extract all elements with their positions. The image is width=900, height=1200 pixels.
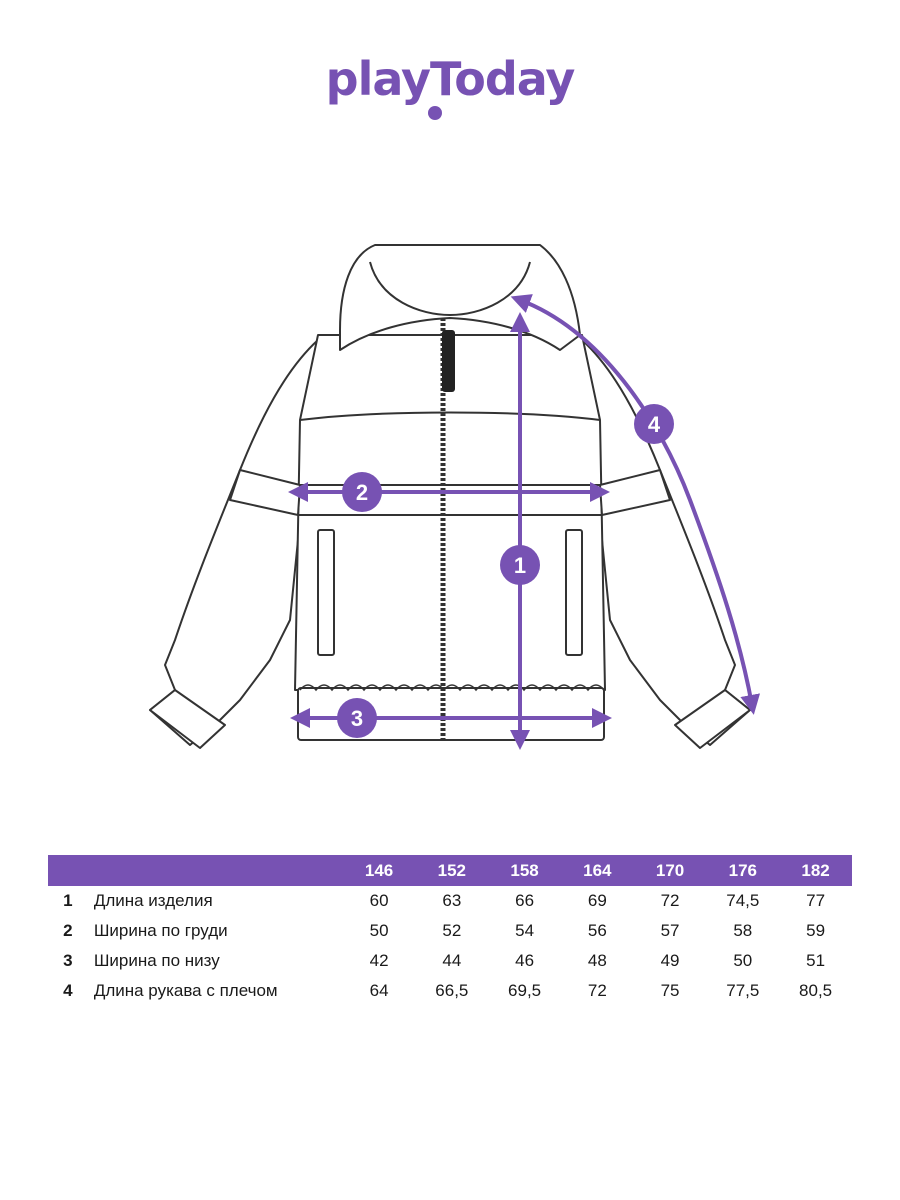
sleeve-line: [510, 294, 761, 715]
marker-4: 4: [634, 404, 674, 444]
size-header: 182: [801, 860, 830, 880]
row-value: 51: [806, 951, 826, 970]
row-value: 57: [660, 921, 680, 940]
size-table: 146 152 158 164 170 176 182 1 Длина изде…: [48, 855, 852, 1006]
size-header: 164: [583, 860, 612, 880]
brand-logo-dot: [428, 106, 442, 120]
size-header-row: 146 152 158 164 170 176 182: [48, 855, 852, 886]
row-value: 58: [733, 921, 753, 940]
row-value: 66,5: [435, 981, 469, 1000]
svg-text:4: 4: [648, 412, 661, 437]
row-value: 64: [369, 981, 389, 1000]
row-value: 50: [369, 921, 389, 940]
table-row: 4 Длина рукава с плечом 64 66,5 69,5 72 …: [48, 976, 852, 1006]
row-number: 3: [63, 951, 73, 970]
marker-3: 3: [337, 698, 377, 738]
table-row: 3 Ширина по низу 42 44 46 48 49 50 51: [48, 946, 852, 976]
svg-text:2: 2: [356, 480, 368, 505]
row-value: 59: [806, 921, 826, 940]
row-label: Длина рукава с плечом: [93, 981, 278, 1000]
table-row: 2 Ширина по груди 50 52 54 56 57 58 59: [48, 916, 852, 946]
left-sleeve: [149, 339, 319, 746]
row-value: 63: [442, 891, 462, 910]
row-label: Длина изделия: [93, 891, 213, 910]
left-cuff: [149, 689, 226, 749]
row-label: Ширина по груди: [93, 921, 228, 940]
size-header: 176: [728, 860, 757, 880]
row-label: Ширина по низу: [93, 951, 220, 970]
row-value: 52: [442, 921, 462, 940]
row-value: 69,5: [508, 981, 542, 1000]
svg-text:1: 1: [514, 553, 526, 578]
row-value: 44: [442, 951, 462, 970]
table-row: 1 Длина изделия 60 63 66 69 72 74,5 77: [48, 886, 852, 916]
zipper-pull: [442, 330, 455, 392]
row-value: 46: [515, 951, 535, 970]
left-pocket: [317, 529, 335, 656]
brand-logo-text: playToday: [325, 52, 576, 106]
row-value: 49: [660, 951, 680, 970]
header-num-cell: [48, 855, 88, 886]
svg-text:3: 3: [351, 706, 363, 731]
right-sleeve: [581, 339, 751, 746]
hood-inner: [369, 261, 531, 316]
marker-1: 1: [500, 545, 540, 585]
marker-2: 2: [342, 472, 382, 512]
row-number: 4: [63, 981, 73, 1000]
header-label-cell: [88, 855, 343, 886]
row-value: 69: [587, 891, 607, 910]
right-pocket: [565, 529, 583, 656]
row-value: 54: [515, 921, 535, 940]
row-value: 60: [369, 891, 389, 910]
row-value: 80,5: [799, 981, 833, 1000]
size-header: 146: [364, 860, 394, 880]
size-header: 152: [437, 860, 467, 880]
row-value: 72: [587, 981, 607, 1000]
row-value: 72: [660, 891, 680, 910]
jacket-outline: [149, 244, 751, 749]
jacket-illustration: 1 2 3 4: [149, 244, 761, 750]
row-value: 48: [587, 951, 607, 970]
row-number: 1: [63, 891, 73, 910]
row-value: 75: [660, 981, 680, 1000]
row-value: 42: [369, 951, 389, 970]
marker-badges: 1 2 3 4: [337, 404, 674, 738]
row-value: 66: [515, 891, 535, 910]
size-header: 170: [655, 860, 685, 880]
row-value: 56: [587, 921, 607, 940]
row-value: 50: [733, 951, 753, 970]
row-value: 77: [806, 891, 826, 910]
row-value: 74,5: [726, 891, 760, 910]
row-value: 77,5: [726, 981, 760, 1000]
left-sleeve-band: [229, 469, 301, 516]
size-header: 158: [510, 860, 539, 880]
row-number: 2: [63, 921, 73, 940]
